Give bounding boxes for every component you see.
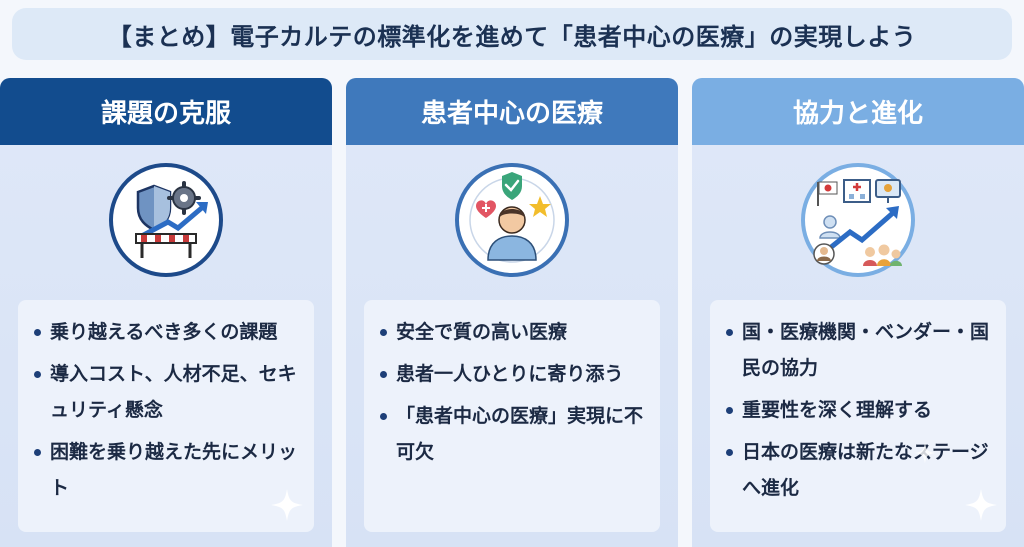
sparkle-icon: [914, 442, 936, 464]
sparkle-icon: [965, 489, 997, 521]
list-item: 重要性を深く理解する: [720, 392, 996, 428]
sparkle-icon: [271, 489, 303, 521]
shield-gear-barrier-arrow-icon: [109, 163, 223, 277]
card-header: 課題の克服: [0, 78, 332, 145]
collaboration-growth-icon: [801, 163, 915, 277]
patient-shield-heart-star-icon: [455, 163, 569, 277]
list-item: 国・医療機関・ベンダー・国民の協力: [720, 314, 996, 386]
card-collaboration-evolution: 協力と進化 国・医療機関・ベンダー・国民の協力 重要性を深く理解する: [692, 78, 1024, 547]
list-item: 安全で質の高い医療: [374, 314, 650, 350]
card-header: 患者中心の医療: [346, 78, 678, 145]
list-item: 困難を乗り越えた先にメリット: [28, 434, 304, 506]
card-header: 協力と進化: [692, 78, 1024, 145]
list-item: 患者一人ひとりに寄り添う: [374, 356, 650, 392]
page-title: 【まとめ】電子カルテの標準化を進めて「患者中心の医療」の実現しよう: [107, 22, 917, 51]
text-box: 安全で質の高い医療 患者一人ひとりに寄り添う 「患者中心の医療」実現に不可欠: [364, 300, 660, 532]
card-overcome-challenges: 課題の克服 乗り越えるべき多くの課題 導入コスト、人材不足、セキュリティ懸念 困…: [0, 78, 332, 547]
card-patient-centered-care: 患者中心の医療 安全で質の高い医療 患者一人ひとりに寄り添う 「患者中心の医療」…: [346, 78, 678, 547]
list-item: 乗り越えるべき多くの課題: [28, 314, 304, 350]
text-box: 国・医療機関・ベンダー・国民の協力 重要性を深く理解する 日本の医療は新たなステ…: [710, 300, 1006, 532]
text-box: 乗り越えるべき多くの課題 導入コスト、人材不足、セキュリティ懸念 困難を乗り越え…: [18, 300, 314, 532]
list-item: 「患者中心の医療」実現に不可欠: [374, 398, 650, 470]
list-item: 導入コスト、人材不足、セキュリティ懸念: [28, 356, 304, 428]
list-item: 日本の医療は新たなステージへ進化: [720, 434, 996, 506]
title-banner: 【まとめ】電子カルテの標準化を進めて「患者中心の医療」の実現しよう: [12, 8, 1012, 60]
